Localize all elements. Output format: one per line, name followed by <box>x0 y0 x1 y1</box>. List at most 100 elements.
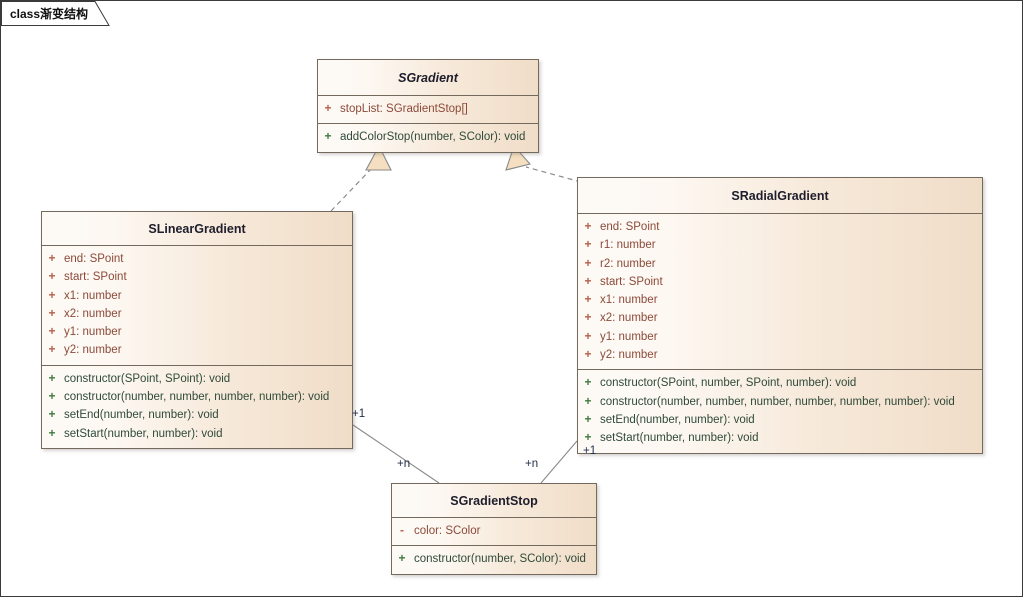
attribute-row: + end: SPoint <box>42 250 352 268</box>
attribute-label: stopList: SGradientStop[] <box>340 103 468 115</box>
visibility-marker: + <box>48 370 56 385</box>
association-radial-to-gradientstop <box>540 440 578 484</box>
operation-row: + setStart(number, number): void <box>578 429 982 447</box>
visibility-marker: + <box>584 310 592 325</box>
operation-label: addColorStop(number, SColor): void <box>340 131 526 144</box>
operation-label: setEnd(number, number): void <box>600 413 755 426</box>
operation-row: + setStart(number, number): void <box>42 425 352 443</box>
association-linear-to-gradientstop <box>352 424 440 484</box>
visibility-marker: + <box>48 251 56 265</box>
class-title-sgradientstop: SGradientStop <box>392 484 596 518</box>
visibility-marker: + <box>48 324 56 339</box>
attribute-row: + r1: number <box>578 236 982 254</box>
operation-label: constructor(SPoint, number, SPoint, numb… <box>600 377 857 390</box>
operation-label: constructor(SPoint, SPoint): void <box>64 372 231 385</box>
attribute-label: y2: number <box>600 349 658 362</box>
attribute-row: + x2: number <box>578 309 982 327</box>
attributes-section-slineargradient: + end: SPoint + start: SPoint + x1: numb… <box>42 246 352 365</box>
attribute-label: y1: number <box>64 326 122 339</box>
multiplicity-radial-one: +1 <box>583 445 597 457</box>
operation-row: + constructor(number, number, number, nu… <box>42 388 352 406</box>
multiplicity-linear-n: +n <box>397 458 411 470</box>
class-title-sgradient: SGradient <box>318 60 538 96</box>
attribute-row: + r2: number <box>578 255 982 273</box>
attribute-row: + x2: number <box>42 305 352 323</box>
attribute-label: r1: number <box>600 239 656 252</box>
visibility-marker: + <box>48 389 56 404</box>
multiplicity-linear-one: +1 <box>352 408 366 420</box>
diagram-title-label: class渐变结构 <box>10 7 89 21</box>
operation-label: constructor(number, number, number, numb… <box>64 391 330 404</box>
attribute-row: - color: SColor <box>392 522 596 540</box>
operation-row: + setEnd(number, number): void <box>42 406 352 424</box>
attributes-section-sradialgradient: + end: SPoint + r1: number + r2: number … <box>578 214 982 369</box>
visibility-marker: + <box>48 342 56 357</box>
operations-section-sgradient: + addColorStop(number, SColor): void <box>318 123 538 151</box>
operations-section-sgradientstop: + constructor(number, SColor): void <box>392 545 596 573</box>
class-box-slineargradient[interactable]: SLinearGradient + end: SPoint + start: S… <box>41 211 353 449</box>
attribute-row: + y1: number <box>42 323 352 341</box>
attribute-row: + y2: number <box>42 341 352 359</box>
title-tab-shape <box>1 1 110 26</box>
attribute-label: x1: number <box>64 289 122 302</box>
multiplicity-radial-n: +n <box>525 458 539 470</box>
attribute-label: start: SPoint <box>600 275 663 288</box>
operation-label: setEnd(number, number): void <box>64 409 219 422</box>
visibility-marker: + <box>584 430 592 445</box>
visibility-marker: + <box>398 551 406 566</box>
visibility-marker: + <box>48 287 56 302</box>
attribute-row: + start: SPoint <box>42 268 352 286</box>
attribute-label: start: SPoint <box>64 271 127 284</box>
visibility-marker: - <box>400 523 404 537</box>
class-box-sgradientstop[interactable]: SGradientStop - color: SColor + construc… <box>391 483 597 575</box>
attribute-row: + x1: number <box>42 287 352 305</box>
operation-row: + constructor(number, SColor): void <box>392 550 596 568</box>
operations-section-sradialgradient: + constructor(SPoint, number, SPoint, nu… <box>578 369 982 452</box>
visibility-marker: + <box>48 305 56 320</box>
visibility-marker: + <box>324 101 332 115</box>
attribute-label: end: SPoint <box>64 253 124 265</box>
operation-label: setStart(number, number): void <box>64 427 223 440</box>
visibility-marker: + <box>48 425 56 440</box>
visibility-marker: + <box>584 328 592 343</box>
class-box-sgradient[interactable]: SGradient + stopList: SGradientStop[] + … <box>317 59 539 153</box>
attributes-section-sgradient: + stopList: SGradientStop[] <box>318 96 538 123</box>
operation-label: constructor(number, SColor): void <box>414 553 586 566</box>
operation-row: + constructor(SPoint, number, SPoint, nu… <box>578 374 982 392</box>
attribute-label: x2: number <box>64 307 122 320</box>
operation-row: + constructor(number, number, number, nu… <box>578 393 982 411</box>
visibility-marker: + <box>324 129 332 144</box>
visibility-marker: + <box>584 292 592 307</box>
operation-row: + setEnd(number, number): void <box>578 411 982 429</box>
visibility-marker: + <box>584 347 592 362</box>
visibility-marker: + <box>584 411 592 426</box>
operation-row: + constructor(SPoint, SPoint): void <box>42 370 352 388</box>
attribute-label: x1: number <box>600 294 658 307</box>
attribute-label: x2: number <box>600 312 658 325</box>
class-title-sradialgradient: SRadialGradient <box>578 178 982 214</box>
visibility-marker: + <box>584 273 592 288</box>
attribute-row: + y2: number <box>578 346 982 364</box>
attribute-row: + end: SPoint <box>578 218 982 236</box>
attribute-label: r2: number <box>600 257 656 270</box>
operation-row: + addColorStop(number, SColor): void <box>318 128 538 146</box>
visibility-marker: + <box>584 375 592 390</box>
visibility-marker: + <box>584 255 592 270</box>
attribute-label: end: SPoint <box>600 221 660 233</box>
operations-section-slineargradient: + constructor(SPoint, SPoint): void + co… <box>42 364 352 448</box>
visibility-marker: + <box>584 237 592 252</box>
visibility-marker: + <box>584 219 592 233</box>
visibility-marker: + <box>48 269 56 284</box>
attribute-label: y2: number <box>64 344 122 357</box>
attribute-label: color: SColor <box>414 525 481 537</box>
attribute-row: + x1: number <box>578 291 982 309</box>
attribute-label: y1: number <box>600 330 658 343</box>
class-title-slineargradient: SLinearGradient <box>42 212 352 246</box>
operation-label: constructor(number, number, number, numb… <box>600 395 955 408</box>
realization-linear-to-sgradient <box>330 144 392 212</box>
attribute-row: + stopList: SGradientStop[] <box>318 100 538 118</box>
attribute-row: + start: SPoint <box>578 273 982 291</box>
class-box-sradialgradient[interactable]: SRadialGradient + end: SPoint + r1: numb… <box>577 177 983 454</box>
diagram-title-tab: class渐变结构 <box>1 1 111 26</box>
